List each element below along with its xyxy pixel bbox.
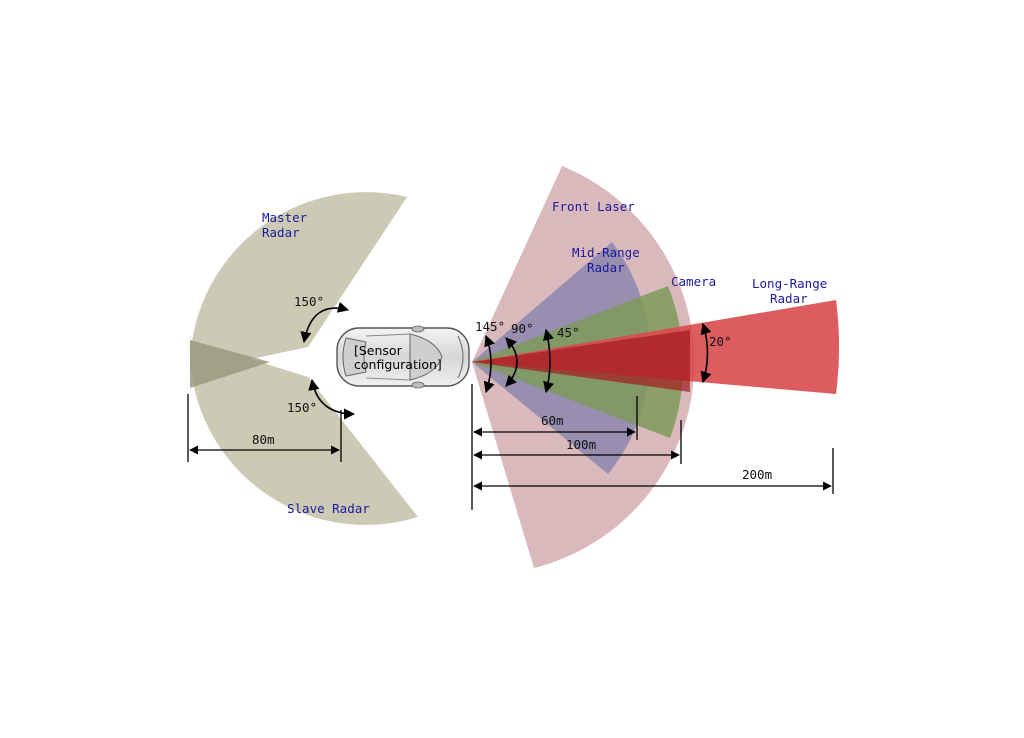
mid-range-radar-label-line1: Mid-Range xyxy=(572,245,640,260)
car-top-view xyxy=(336,325,470,389)
dimension-100m xyxy=(473,420,682,464)
master-radar-angle-arc xyxy=(300,301,350,344)
master-radar-label-line1: Master xyxy=(262,210,308,225)
long-range-radar-angle-label: 20° xyxy=(709,334,732,349)
long-range-radar-core xyxy=(472,330,690,392)
slave-radar-angle-arc xyxy=(308,378,356,420)
master-radar-label-line2: Radar xyxy=(262,225,300,240)
slave-radar-range-label: 80m xyxy=(252,432,275,447)
long-range-radar-range-label: 200m xyxy=(742,467,772,482)
camera-label: Camera xyxy=(671,274,716,289)
front-laser-range-label: 100m xyxy=(566,437,596,452)
long-range-angle-arc xyxy=(700,322,712,384)
master-radar-angle-label: 150° xyxy=(294,294,324,309)
mid-range-angle-arc xyxy=(505,337,518,387)
slave-radar-label: Slave Radar xyxy=(287,501,370,516)
long-range-radar-label-line2: Radar xyxy=(770,291,808,306)
camera-angle-label: 45° xyxy=(557,325,580,340)
dimension-60m xyxy=(473,396,638,440)
mid-range-radar-label-line2: Radar xyxy=(587,260,625,275)
slave-radar-sector xyxy=(189,340,418,525)
mid-range-radar-angle-label: 90° xyxy=(511,321,534,336)
slave-radar-angle-label: 150° xyxy=(287,400,317,415)
dimension-80m xyxy=(187,394,342,462)
front-laser-angle-arc xyxy=(483,334,495,394)
car-label-line1: [Sensor xyxy=(354,343,403,358)
car-label-line2: configuration] xyxy=(354,357,442,372)
long-range-radar-label-line1: Long-Range xyxy=(752,276,827,291)
front-laser-angle-label: 145° xyxy=(475,319,505,334)
front-laser-label: Front Laser xyxy=(552,199,635,214)
dimension-200m xyxy=(473,448,834,494)
camera-angle-arc xyxy=(543,328,555,394)
master-radar-sector xyxy=(189,192,407,372)
mid-range-radar-range-label: 60m xyxy=(541,413,564,428)
rear-radar-overlap xyxy=(190,340,270,388)
